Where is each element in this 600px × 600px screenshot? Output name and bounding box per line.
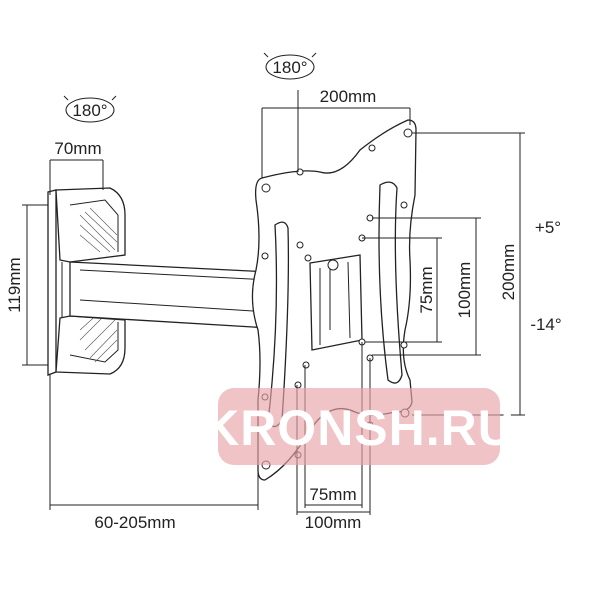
wall-plate-height-label: 119mm	[5, 257, 24, 312]
tilt-up-label: +5°	[535, 218, 561, 237]
watermark: KRONSH.RU	[203, 388, 515, 465]
plate-height-label: 200mm	[499, 244, 518, 301]
extension-label: 60-205mm	[94, 513, 175, 532]
plate-width-label: 200mm	[320, 87, 377, 106]
vesa-vertical-75-label: 75mm	[417, 266, 436, 313]
plate-rotation-label: 180°	[272, 58, 307, 77]
wall-plate-width-label: 70mm	[54, 139, 101, 158]
vesa-horizontal-75-label: 75mm	[309, 485, 356, 504]
tilt-down-label: -14°	[530, 315, 561, 334]
vesa-horizontal-100-label: 100mm	[305, 513, 362, 532]
wall-plate	[47, 187, 126, 376]
swing-arm	[61, 261, 271, 329]
watermark-text: KRONSH.RU	[203, 400, 515, 456]
rotation-indicators	[63, 52, 317, 123]
vesa-vertical-100-label: 100mm	[455, 262, 474, 319]
arm-rotation-label: 180°	[72, 101, 107, 120]
